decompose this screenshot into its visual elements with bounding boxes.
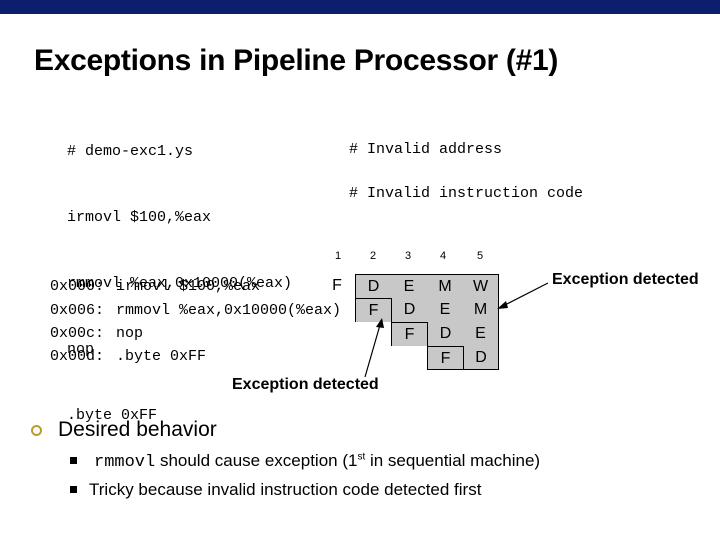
row-address: 0x000: [50,278,105,295]
square-bullet-icon [70,486,77,493]
row-address: 0x006: [50,302,105,319]
top-bar [0,0,720,14]
stage-cell: M [427,274,463,298]
row-instruction: nop [116,325,144,342]
code-line: rmmovl %eax,0x10000(%eax) [67,275,293,292]
row-instruction: rmmovl %eax,0x10000(%eax) [116,302,342,319]
arrow-line [502,282,549,307]
stage-cell: E [391,274,427,298]
stage-cell: D [427,322,463,346]
row-instruction: .byte 0xFF [116,348,207,365]
stage-cell: F [427,346,463,370]
cycle-number: 5 [476,250,484,262]
cycle-number: 1 [334,250,342,262]
square-bullet-icon [70,457,77,464]
stage-cell: M [463,298,499,322]
stage-cell: W [463,274,499,298]
cycle-number: 4 [439,250,447,262]
arrow-line [364,324,381,378]
row-instruction: irmovl $100,%eax [116,278,261,295]
cycle-number: 2 [369,250,377,262]
sub-bullet-1: rmmovl should cause exception (1st in se… [94,451,540,472]
code-comment-invalid-address: # Invalid address [349,141,503,158]
stage-cell: E [427,298,463,322]
stage-cell: F [332,277,342,294]
exception-label-right: Exception detected [552,271,699,288]
row-address: 0x00c: [50,325,105,342]
sub-bullet-text: should cause exception (1 [155,451,358,470]
stage-cell: F [355,298,391,322]
cycle-number: 3 [404,250,412,262]
slide-title: Exceptions in Pipeline Processor (#1) [34,44,559,77]
code-comment-invalid-instruction: # Invalid instruction code [349,185,584,202]
stage-cell: D [463,346,499,370]
code-block: # demo-exc1.ys irmovl $100,%eax rmmovl %… [67,97,292,449]
code-line: irmovl $100,%eax [67,209,212,226]
sub-bullet-text: in sequential machine) [365,451,541,470]
code-line: .byte 0xFF [67,407,158,424]
row-address: 0x00d: [50,348,105,365]
bullet-desired-behavior: Desired behavior [58,418,217,441]
sub-bullet-sup: st [357,451,366,463]
stage-cell: E [463,322,499,346]
circle-bullet-icon [31,425,42,436]
stage-cell: D [391,298,427,322]
stage-cell: D [355,274,391,298]
exception-label-bottom: Exception detected [232,376,379,393]
code-line: nop [67,341,95,358]
sub-bullet-2: Tricky because invalid instruction code … [89,480,482,499]
code-line: # demo-exc1.ys [67,143,194,160]
sub-bullet-code: rmmovl [94,453,156,472]
stage-cell: F [391,322,427,346]
